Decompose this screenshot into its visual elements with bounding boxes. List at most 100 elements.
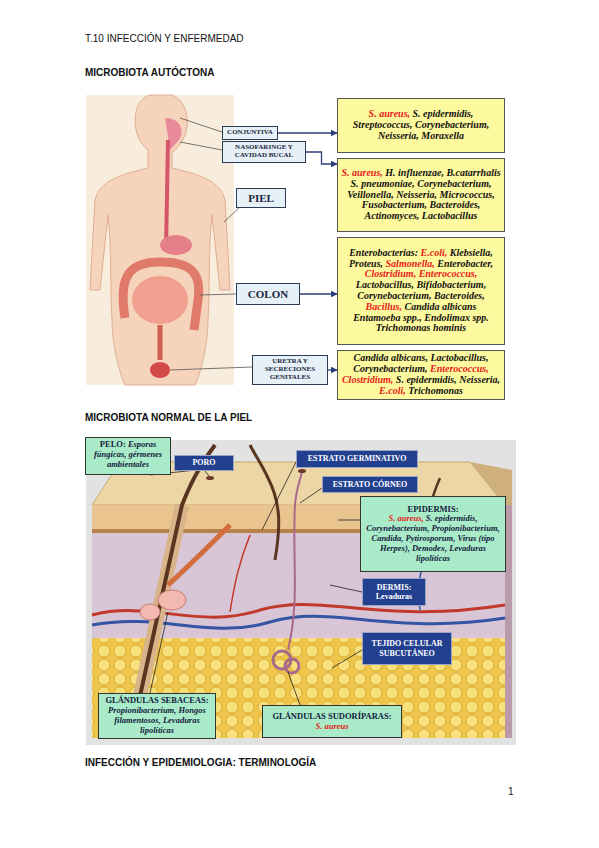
box-text: CONJUNTIVA [225,129,275,137]
box-text: PIEL [239,192,283,204]
word: Pytirosporum, [405,533,455,543]
word: Moraxella [421,130,464,141]
arrow-connector [278,132,337,133]
word: epidermidis, [435,513,478,523]
arrow-connector [300,293,337,294]
word: Virus [457,533,476,543]
page-header: T.10 INFECCIÓN Y ENFERMEDAD [85,33,244,45]
word: Clostridium, [342,374,393,385]
word: albicans [442,301,476,312]
word: Proteus, [349,258,383,269]
word: Klebsiella, [450,247,493,258]
word: Enterobacterias: [349,247,418,258]
word: E.coli, [379,385,406,396]
arrow-connector [328,369,337,370]
microbiota-box: Candida albicans, Lactobacillus, Coryneb… [337,350,505,400]
microbiota-box: S. aureus, S. epidermidis, Streptococcus… [337,98,505,153]
skin-layer-box: ESTRATO CÓRNEO [322,476,418,493]
word: spp. [472,312,488,323]
word: Trichomonas [376,322,431,333]
box-text: COLON [239,288,297,300]
box-body: Propionibacterium, Hongos filamentosos, … [102,706,212,735]
word: S. [388,513,395,523]
skin-layer-box: TEJIDO CELULAR SUBCUTÁNEO [362,632,452,665]
word: Lactobacillus, [356,279,414,290]
word: Neisseria, [378,130,419,141]
skin-layer-box: ESTRATO GERMINATIVO [296,450,418,468]
box-body: S. aureus, S. epidermidis, Corynebacteri… [364,514,502,563]
box-text: S. aureus, S. epidermidis, Streptococcus… [341,109,501,141]
section-heading: INFECCIÓN Y EPIDEMIOLOGIA: TERMINOLOGÍA [85,757,316,769]
box-body: Levaduras [366,592,422,601]
word: Veillonella, [347,189,393,200]
section-heading: MICROBIOTA NORMAL DE LA PIEL [85,412,252,424]
word: Endolimax [424,312,470,323]
word: H. [385,167,395,178]
skin-site-box: PELO: Esporas fúngicas, gérmenes ambient… [85,437,171,475]
body-part-box: URETRA Y SECRECIONES GENITALES [252,355,328,385]
word: Neisseria, [459,374,500,385]
word: Candida, [371,533,403,543]
word: S. [426,513,433,523]
word: Bacillus, [366,301,402,312]
word: Demodex, [412,543,447,553]
word: Enterobacter, [437,258,493,269]
word: Herpes), [380,543,410,553]
word: albicans, [391,352,428,363]
word: Lactobacillus [422,210,478,221]
word: (tipo [478,533,494,543]
word: Bifidobacterium, [416,279,486,290]
arrow-connector [306,152,337,164]
box-text: Enterobacterias: E.coli, Klebsiella, Pro… [341,248,501,334]
word: S. [396,374,404,385]
word: Salmonella, [386,258,435,269]
word: hominis [433,322,466,333]
body-part-box: PIEL [236,188,286,208]
word: Corynebacterium, [353,363,427,374]
box-text: S. aureus, H. influenzae, B.catarrhalis … [341,168,501,222]
word: lipolíticas [416,553,450,563]
word: E.coli, [421,247,448,258]
box-heading: DERMIS: [366,583,422,592]
word: Fusobacterium, [362,199,427,210]
box-heading: EPIDERMIS: [364,505,502,515]
word: Micrococcus, [439,189,494,200]
word: influenzae, [398,167,444,178]
word: B.catarrhalis [446,167,500,178]
word: spp., [403,312,422,323]
word: S. [369,108,377,119]
word: Entamoeba [353,312,400,323]
word: Candida [404,301,439,312]
body-part-box: NASOFARINGE Y CAVIDAD BUCAL [222,141,306,163]
word: aureus [324,721,348,731]
box-text: ESTRATO GERMINATIVO [300,454,414,463]
word: S. [315,721,322,731]
section-heading: MICROBIOTA AUTÓCTONA [85,67,214,79]
box-text: NASOFARINGE Y CAVIDAD BUCAL [225,144,303,159]
word: pneumoniae, [361,178,415,189]
word: Streptococcus, [353,119,413,130]
word: aureus, [379,108,410,119]
word: aureus, [397,513,423,523]
box-text: URETRA Y SECRECIONES GENITALES [255,358,325,381]
box-body: S. aureus [266,722,398,732]
microbiota-box: S. aureus, H. influenzae, B.catarrhalis … [337,158,505,232]
word: S. [413,108,421,119]
body-part-box: COLON [236,283,300,305]
box-text: PORO [178,458,230,467]
box-text: ESTRATO CÓRNEO [326,480,414,489]
word: Bacteroides, [434,290,485,301]
box-heading: PELO: [100,439,126,449]
word: epidermidis, [406,374,456,385]
word: Enterococcus, [430,363,489,374]
word: Actinomyces, [365,210,420,221]
skin-site-box: EPIDERMIS:S. aureus, S. epidermidis, Cor… [360,496,506,572]
box-text: TEJIDO CELULAR SUBCUTÁNEO [366,639,448,657]
word: Corynebacterium, [417,178,491,189]
word: S. [351,178,359,189]
body-part-box: CONJUNTIVA [222,126,278,140]
box-heading: GLÁNDULAS SUDORÍPARAS: [266,712,398,722]
page-number: 1 [508,786,514,798]
skin-site-box: GLÁNDULAS SUDORÍPARAS:S. aureus [262,705,402,738]
word: Corynebacterium, [357,290,431,301]
